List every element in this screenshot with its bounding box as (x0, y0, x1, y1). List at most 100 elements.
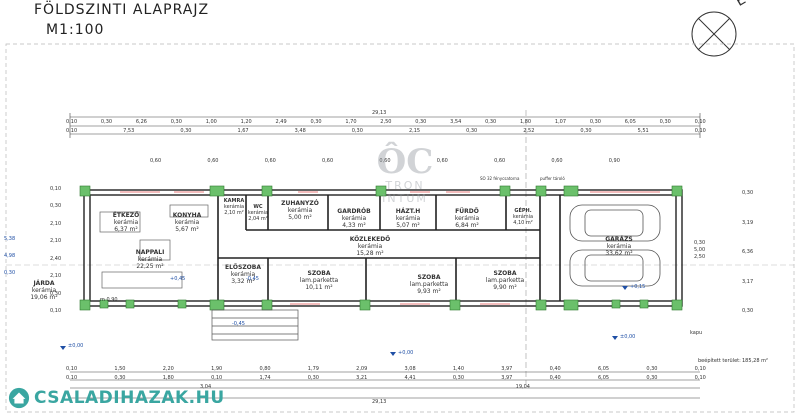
dim-value: 2,09 (356, 366, 368, 372)
dim-value: 0,30 (466, 128, 478, 134)
wall-openings (79, 185, 683, 311)
dim-value: 2,10 (50, 273, 62, 280)
dim-value: 3,97 (501, 375, 513, 381)
dim-value: 0,30 (50, 203, 62, 210)
north-arrow-icon (691, 11, 737, 57)
dim-value: 0,60 (150, 158, 162, 164)
dim-value: 0,30 (4, 270, 16, 276)
dim-value: 0,30 (452, 375, 465, 381)
dim-value: 5,38 (4, 236, 16, 242)
level-label: ±0,00 (68, 343, 84, 349)
dim-value: 0,30 (589, 119, 601, 125)
dim-value: 0,30 (659, 119, 671, 125)
dim-value: 3,97 (501, 366, 513, 372)
dim-value: 1,70 (345, 119, 357, 125)
dim-value: 0,30 (170, 119, 182, 125)
dim-value: 0,30 (580, 128, 592, 134)
dim-value: 0,30 (310, 119, 322, 125)
dim-value: 0,30 (100, 119, 113, 125)
level-label: -0,45 (232, 321, 245, 327)
car-icon (569, 204, 661, 287)
built-area-label: beépített terület: (698, 358, 741, 364)
dim-value: 0,30 (646, 375, 658, 381)
dim-value: 0,30 (114, 375, 126, 381)
dim-value: 2,20 (162, 366, 174, 372)
dim-value: 1,50 (114, 366, 126, 372)
window-marks (120, 191, 660, 305)
dim-value: 0,10 (66, 375, 78, 381)
dim-value: 3,21 (356, 375, 368, 381)
dim-value: 5,51 (637, 128, 649, 134)
dim-value: 2,10 (50, 220, 62, 227)
dim-value: 1,79 (307, 366, 319, 372)
dim-value: 1,90 (211, 366, 223, 372)
dim-value: 0,30 (646, 366, 658, 372)
dim-value: 2,10 (50, 238, 62, 245)
dim-value: 0,40 (549, 375, 561, 381)
dim-value: 0,90 (608, 158, 620, 164)
dim-value: 6,05 (597, 375, 610, 381)
dim-value: 0,30 (50, 290, 62, 297)
dim-value: 19,04 (515, 384, 530, 390)
dim-value: 0,30 (351, 128, 363, 134)
level-label: +0,15 (630, 284, 646, 290)
level-label: +0,45 (170, 276, 186, 282)
dim-value: 3,48 (294, 128, 306, 134)
dim-value: 0,10 (50, 186, 62, 192)
dim-value: 3,17 (742, 278, 754, 285)
dim-value: 5,00 (694, 247, 706, 253)
dim-value: 2,49 (275, 119, 287, 125)
dim-value: 0,10 (694, 119, 706, 125)
dim-value: 0,10 (211, 375, 223, 381)
puffer-label: puffer tároló (540, 176, 565, 181)
dim-value: 0,10 (694, 375, 706, 381)
brand-name: CSALADIHAZAK.HU (34, 388, 225, 408)
bottom-dimension-lines (70, 371, 700, 399)
dim-value: 0,30 (694, 240, 706, 246)
dim-value: 4,98 (4, 253, 16, 259)
dim-value: 0,30 (415, 119, 427, 125)
plan-title: FÖLDSZINTI ALAPRAJZ (34, 2, 210, 18)
dim-value: 0,60 (494, 158, 506, 164)
watermark-monogram: ÔC (376, 142, 434, 182)
door-label: m 0,90 (100, 297, 118, 303)
dim-value: 2,52 (523, 128, 535, 134)
dim-value: 2,40 (50, 255, 62, 262)
dim-value: 6,26 (135, 119, 147, 125)
dim-value: 0,10 (694, 128, 706, 134)
light-tube-label: SO 32 fénycsatorna (480, 176, 520, 181)
dim-value: 6,05 (597, 366, 610, 372)
top-dimension-lines (69, 113, 701, 138)
dim-value: 7,53 (123, 128, 135, 134)
dim-value: 1,74 (259, 375, 271, 381)
dim-value: 0,60 (436, 158, 448, 164)
interior-walls (217, 195, 561, 301)
dim-value: 0,10 (66, 366, 78, 372)
level-label: -0,45 (246, 276, 259, 282)
dim-value: 0,60 (322, 158, 334, 164)
dim-value: 2,50 (694, 254, 706, 260)
furniture-icon (99, 204, 209, 289)
watermark-logo: ÔC TRON INTUM (360, 145, 450, 205)
dim-value: 1,07 (554, 119, 567, 125)
dim-value: 6,36 (742, 249, 754, 255)
dim-value: 0,80 (259, 366, 271, 372)
plan-scale: M1:100 (46, 22, 105, 38)
